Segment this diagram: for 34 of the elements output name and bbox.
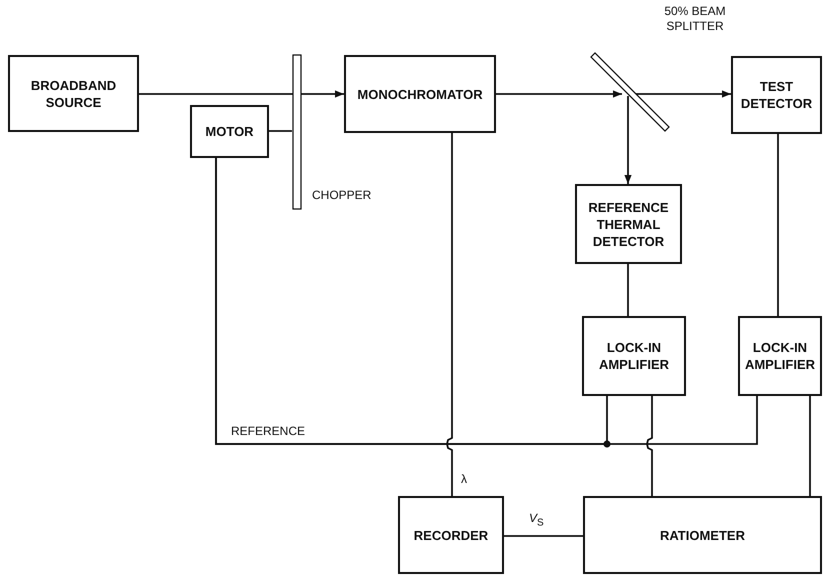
block-label: RATIOMETER [659, 526, 746, 544]
edge-label: REFERENCE [230, 424, 306, 438]
connector-line [777, 134, 779, 316]
block-label: REFERENCE THERMAL DETECTOR [587, 198, 670, 250]
connector-line [809, 396, 811, 496]
block-box [190, 105, 269, 158]
block-label: LOCK-IN AMPLIFIER [744, 339, 816, 373]
block-box [582, 316, 686, 396]
connector-line [496, 90, 622, 98]
block-box [344, 55, 496, 133]
block-label: TEST DETECTOR [740, 78, 814, 112]
connector-line [646, 396, 653, 496]
block-box [731, 56, 822, 134]
block-label: MOTOR [204, 123, 255, 140]
part-label: 50% BEAM SPLITTER [663, 4, 727, 34]
block-label: LOCK-IN AMPLIFIER [598, 339, 670, 373]
connector-line [627, 264, 629, 316]
block-label: BROADBAND SOURCE [30, 76, 118, 110]
connector-line [634, 90, 731, 98]
block-box [398, 496, 504, 574]
connector-line [215, 158, 758, 445]
connector-line [139, 90, 344, 98]
connector-line [269, 130, 292, 132]
connector-line [446, 133, 453, 496]
block-label: MONOCHROMATOR [356, 86, 484, 102]
part-label: CHOPPER [312, 188, 372, 203]
block-box [8, 55, 139, 132]
block-box [738, 316, 822, 396]
block-label: RECORDER [412, 526, 490, 544]
block-box [583, 496, 822, 574]
edge-label: λ [460, 472, 468, 486]
block-box [575, 184, 682, 264]
connector-line [504, 535, 583, 537]
connector-line [624, 96, 632, 184]
